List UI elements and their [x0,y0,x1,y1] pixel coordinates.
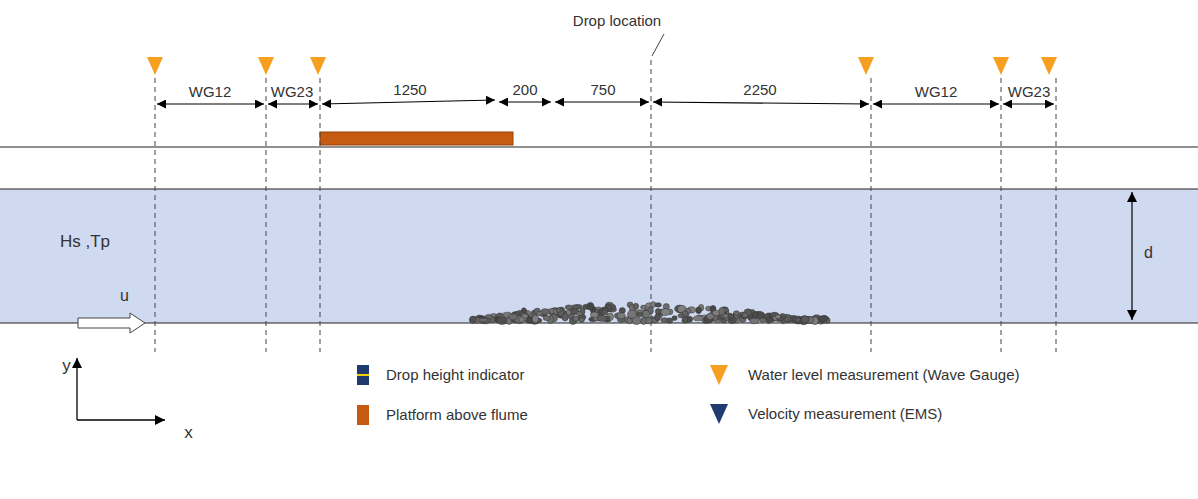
axis-label: y [62,357,71,376]
velocity-symbol: u [120,287,129,305]
water-body [0,189,1198,323]
axis-label: x [184,424,193,443]
legend-text: Velocity measurement (EMS) [748,406,942,423]
platform [320,132,513,145]
legend-text: Water level measurement (Wave Gauge) [748,367,1020,384]
legend-text: Drop height indicator [386,367,524,384]
gauge-distance: WG23 [271,84,314,101]
gauge-distance: WG12 [915,84,958,101]
current-arrow [78,313,145,333]
rock-pile [469,302,830,325]
dimension: 1250 [393,82,426,99]
gauge-lines [155,60,1056,352]
dimension: 2250 [743,82,776,99]
wave-params: Hs ,Tp [60,233,110,252]
axes [77,358,165,420]
dimension: 750 [590,82,615,99]
depth-symbol: d [1144,244,1153,262]
legend-text: Platform above flume [386,407,528,424]
legend-swatch [357,405,369,425]
dimension-arrows [157,100,1132,320]
gauge-distance: WG12 [189,84,232,101]
wave-gauge-symbols [147,57,1057,75]
legend-symbols [357,365,728,424]
drop-location-label: Drop location [573,13,661,30]
water-band: Hs ,Tp u d [0,189,1198,323]
dimension: 200 [512,82,537,99]
gauge-distance: WG23 [1008,84,1051,101]
